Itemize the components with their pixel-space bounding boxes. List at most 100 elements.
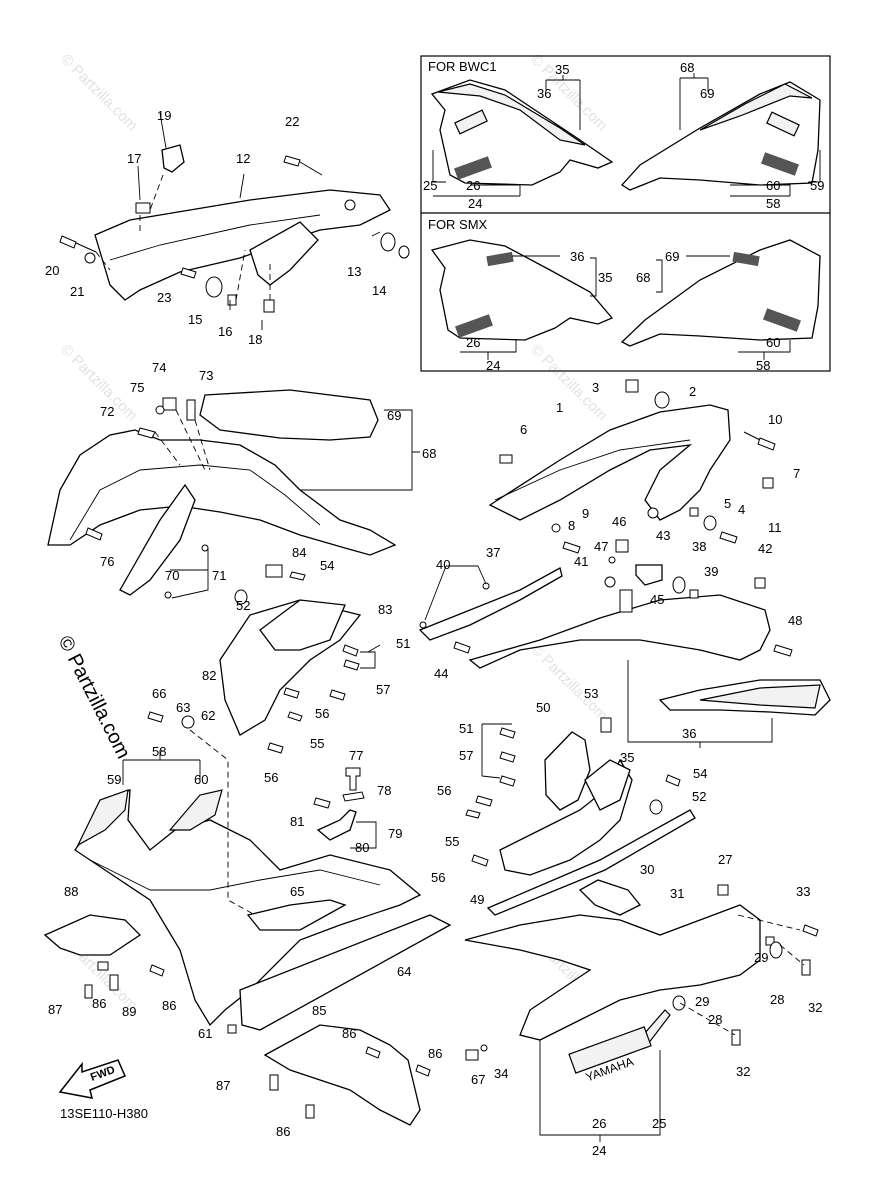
callout: 12: [236, 151, 250, 166]
leader-35-36-bwc1: [545, 75, 581, 130]
tail-cover-bracket: [249, 221, 319, 286]
air-duct-88: [43, 914, 142, 956]
leader-58-59-60: [122, 750, 201, 785]
callout: 25: [423, 178, 437, 193]
callout: 34: [494, 1066, 508, 1081]
collar-5: [689, 507, 699, 517]
callout: 69: [700, 86, 714, 101]
callout: 4: [738, 502, 745, 517]
callout: 5: [724, 496, 731, 511]
side-cover-left-bwc1: [430, 79, 614, 186]
callout: 58: [756, 358, 770, 373]
lower-strip-64: [239, 914, 452, 1031]
grip-decal-smx-right: [763, 308, 801, 332]
collar-14: [398, 245, 410, 259]
callout: 7: [793, 466, 800, 481]
inset-title-bwc1: FOR BWC1: [428, 59, 497, 74]
seat-cowl-1: [488, 404, 731, 521]
callout: 68: [636, 270, 650, 285]
callout: 17: [127, 151, 141, 166]
callout: 57: [376, 682, 390, 697]
duct-65: [246, 899, 347, 931]
callout: 28: [770, 992, 784, 1007]
mount-hole-1: [647, 507, 659, 519]
callout: 30: [640, 862, 654, 877]
callout: 19: [157, 108, 171, 123]
inset-title-smx: FOR SMX: [428, 217, 488, 232]
decal-36-stripe: [699, 684, 821, 709]
collar-18: [263, 299, 275, 313]
grommet-38: [672, 576, 686, 594]
screw-48: [773, 644, 793, 657]
callout: 35: [555, 62, 569, 77]
callout: 64: [397, 964, 411, 979]
callout: 26: [466, 178, 480, 193]
nut-6: [499, 454, 513, 464]
callout: 59: [810, 178, 824, 193]
smx-emblem-right: [732, 251, 760, 267]
screw-86: [149, 964, 165, 977]
collar-7: [762, 477, 774, 489]
grip-decal-bwc1-left: [454, 156, 492, 180]
callout: 24: [592, 1143, 606, 1158]
screw-56: [283, 687, 300, 699]
callout: 88: [64, 884, 78, 899]
screw-22: [283, 155, 323, 176]
screw-33: [802, 924, 819, 937]
washer-21: [84, 252, 96, 264]
callout: 23: [157, 290, 171, 305]
callout: 87: [48, 1002, 62, 1017]
trim-37: [418, 567, 563, 641]
partzilla-watermark: © Partzilla.com: [54, 632, 135, 762]
stripe-bwc1-left: [437, 83, 586, 146]
screw-20: [59, 235, 97, 253]
grip-pad-bwc1-left: [454, 109, 488, 135]
callout: 8: [568, 518, 575, 533]
screw-51: [342, 644, 359, 657]
callout: 36: [537, 86, 551, 101]
callout: 51: [396, 636, 410, 651]
callout: 54: [320, 558, 334, 573]
callout: 82: [202, 668, 216, 683]
callout: 2: [689, 384, 696, 399]
grommet-28b: [672, 995, 686, 1011]
misc-hardware-group: [313, 767, 377, 849]
callout: 45: [650, 592, 664, 607]
callout: 73: [199, 368, 213, 383]
decal-59: [76, 789, 129, 847]
clip-84: [265, 564, 283, 578]
screw-86b: [97, 961, 109, 971]
callout: 74: [152, 360, 166, 375]
assembly-lines-lower: [189, 729, 256, 916]
screw-32b: [731, 1029, 741, 1046]
callout-leaders: [137, 112, 381, 330]
callout: 56: [315, 706, 329, 721]
callout: 14: [372, 283, 386, 298]
upper-fairing-group: [47, 389, 420, 599]
seat-cowl-edge: [494, 439, 691, 501]
callout: 29: [695, 994, 709, 1009]
screw-54b: [665, 774, 681, 787]
callout: 36: [570, 249, 584, 264]
callout: 87: [216, 1078, 230, 1093]
leader-68-69-smx: [656, 255, 730, 293]
callout: 77: [349, 748, 363, 763]
callout: 28: [708, 1012, 722, 1027]
clip-87: [84, 984, 93, 999]
callout: 35: [620, 750, 634, 765]
callout: 18: [248, 332, 262, 347]
callout: 26: [592, 1116, 606, 1131]
screw-81: [313, 797, 331, 809]
callout: 60: [766, 335, 780, 350]
leader-68-69-bwc1: [679, 73, 709, 130]
grommet-62: [181, 715, 195, 729]
callout: 86: [428, 1046, 442, 1061]
nut-17: [135, 202, 151, 214]
grip-pad-bwc1-right: [766, 111, 800, 137]
callout: 86: [92, 996, 106, 1011]
screw-23: [180, 267, 197, 279]
side-cowl-left-edge: [89, 859, 381, 891]
under-cowl-85: [263, 1024, 421, 1126]
callout: 33: [796, 884, 810, 899]
callout: 86: [342, 1026, 356, 1041]
